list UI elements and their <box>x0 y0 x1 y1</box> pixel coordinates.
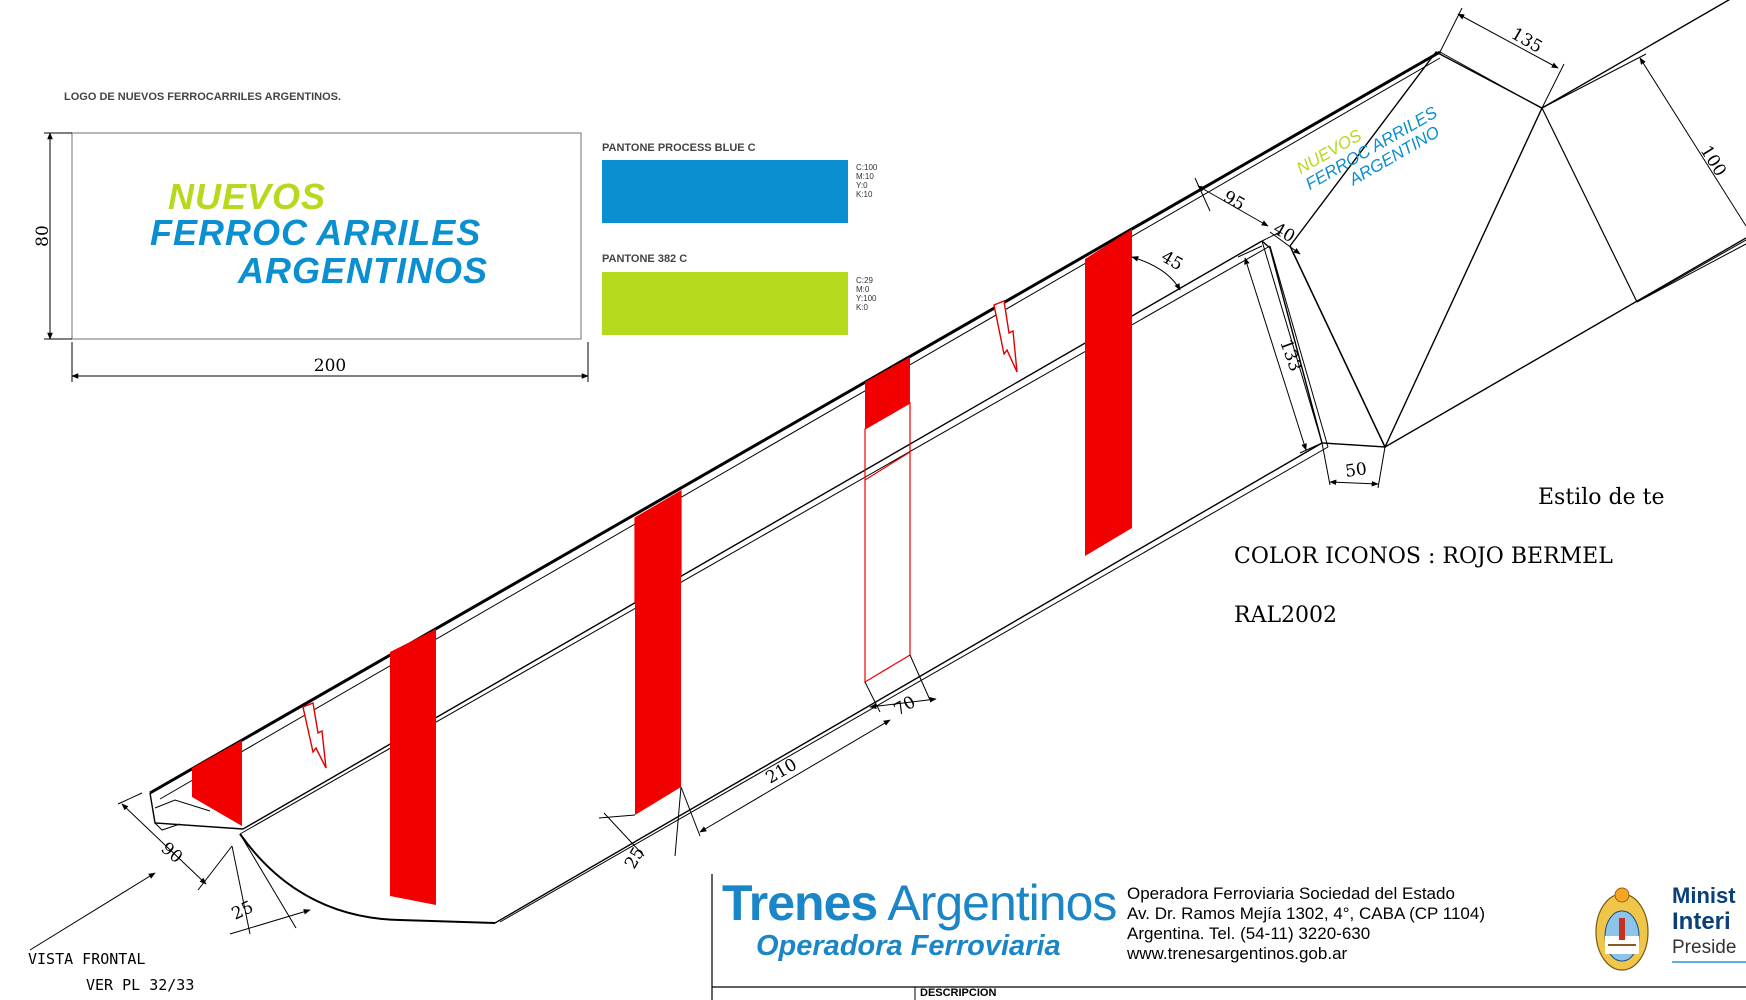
note-ral: RAL2002 <box>1234 603 1338 628</box>
dim-50: 50 <box>1344 459 1368 482</box>
ministry-logo-text: Minist Interi Preside <box>1672 883 1737 958</box>
trenes-argentinos-logo: Trenes Argentinos <box>722 875 1117 931</box>
red-stripe-1 <box>192 740 242 826</box>
logo-word-nuevos: NUEVOS <box>168 176 327 217</box>
red-stripe-2 <box>390 629 436 905</box>
dim-100: 100 <box>1696 142 1730 180</box>
dim-40: 40 <box>1270 219 1299 247</box>
swatch-name-green: PANTONE 382 C <box>602 253 688 265</box>
company-info-line: Av. Dr. Ramos Mejía 1302, 4°, CABA (CP 1… <box>1127 904 1485 923</box>
logo-height-dimension: 80 <box>33 225 53 247</box>
logo-section-title: LOGO DE NUEVOS FERROCARRILES ARGENTINOS. <box>64 91 342 103</box>
panel-logo: NUEVOS FERROC ARRILES ARGENTINO <box>1293 103 1443 194</box>
dim-90: 90 <box>157 839 186 868</box>
dim-70: 70 <box>891 692 920 720</box>
red-stripe-4 <box>865 357 910 429</box>
swatch-cmyk-green: C:29 M:0 Y:100 K:0 <box>856 276 877 312</box>
coat-of-arms-icon <box>1595 887 1649 971</box>
swatch-green <box>602 272 848 335</box>
red-stripe-5 <box>1085 229 1132 556</box>
dim-135: 135 <box>1508 24 1546 58</box>
swatch-cmyk-blue: C:100 M:10 Y:0 K:10 <box>856 163 878 199</box>
company-info-line: Operadora Ferroviaria Sociedad del Estad… <box>1127 884 1455 903</box>
company-info-line: Argentina. Tel. (54-11) 3220-630 <box>1127 924 1371 943</box>
dim-210: 210 <box>763 755 801 789</box>
logo-frame <box>44 132 589 382</box>
red-stripe-3 <box>635 491 681 815</box>
title-block-frame <box>711 874 1746 1000</box>
lightning-icon <box>302 300 1018 769</box>
company-info-line: www.trenesargentinos.gob.ar <box>1127 944 1348 963</box>
vista-frontal-label: VISTA FRONTAL <box>28 950 146 968</box>
red-stripe-4-outline <box>864 401 911 684</box>
swatch-name-blue: PANTONE PROCESS BLUE C <box>602 142 756 154</box>
beam-outline <box>149 0 1746 924</box>
logo-word-argentinos: ARGENTINOS <box>238 250 489 291</box>
dim-95: 95 <box>1220 187 1249 215</box>
red-stripe-3-outline <box>634 489 682 604</box>
swatch-blue <box>602 160 848 223</box>
note-text-style: Estilo de te <box>1538 485 1665 510</box>
logo-word-ferrocarriles: FERROC ARRILES <box>150 212 482 253</box>
company-info: Operadora Ferroviaria Sociedad del Estad… <box>1127 884 1485 964</box>
vista-reference-label: VER PL 32/33 <box>86 976 195 994</box>
dim-25-left: 25 <box>229 897 257 924</box>
operadora-ferroviaria-logo: Operadora Ferroviaria <box>756 930 1061 962</box>
red-stripes <box>192 229 1132 905</box>
description-label: DESCRIPCION <box>920 987 997 999</box>
note-color-icons: COLOR ICONOS : ROJO BERMEL <box>1234 544 1613 569</box>
logo-width-dimension: 200 <box>314 356 346 376</box>
